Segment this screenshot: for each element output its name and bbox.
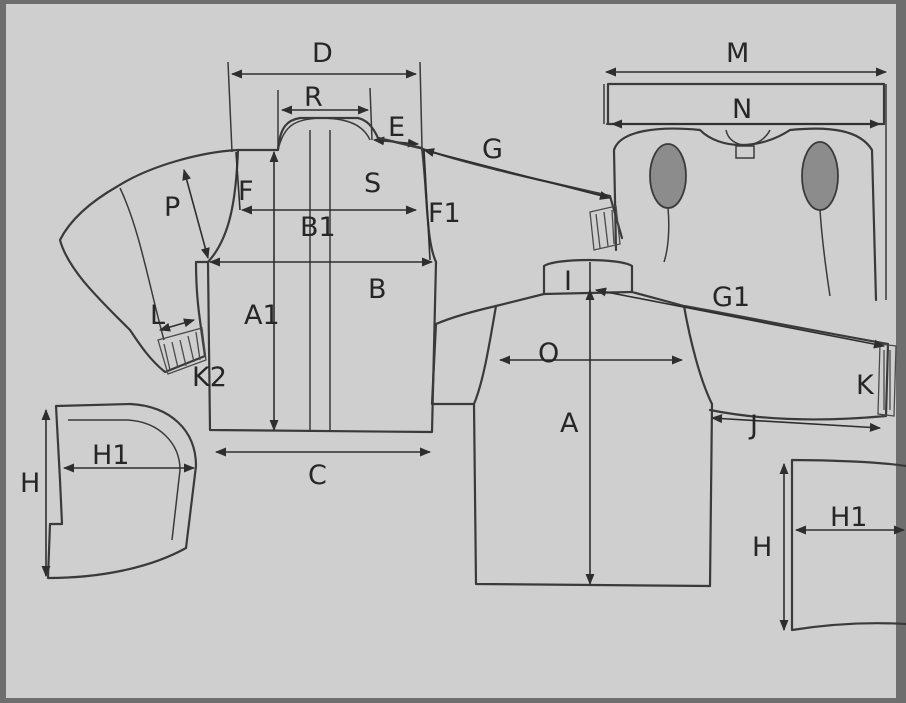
back-jacket-collar xyxy=(542,258,634,296)
back-right-cuff xyxy=(877,343,897,417)
hood-left-outline xyxy=(46,402,198,580)
label-B: B xyxy=(368,274,387,305)
dim-G1 xyxy=(594,287,886,349)
paper-background xyxy=(6,4,896,698)
label-K: K xyxy=(856,370,875,401)
label-G1: G1 xyxy=(712,282,750,313)
label-B1: B1 xyxy=(300,212,336,243)
back-jacket xyxy=(430,258,897,588)
label-L: L xyxy=(150,300,165,331)
measurement-labels: D R E S G M N F P B1 F1 B A1 L K2 I G1 O… xyxy=(20,38,875,563)
label-H-left: H xyxy=(20,468,40,499)
back-pocket-right xyxy=(801,141,839,211)
label-O: O xyxy=(538,338,559,369)
front-jacket xyxy=(58,61,438,457)
label-A: A xyxy=(560,408,579,439)
label-tag xyxy=(735,145,755,159)
label-D: D xyxy=(312,38,333,69)
hood-right-outline xyxy=(790,458,906,632)
label-F1: F1 xyxy=(428,198,461,229)
front-left-cuff xyxy=(157,327,207,375)
dim-F xyxy=(235,151,241,211)
label-J: J xyxy=(748,410,758,441)
label-E: E xyxy=(388,112,405,143)
back-view xyxy=(603,67,888,302)
dim-J xyxy=(710,414,882,432)
label-R: R xyxy=(304,82,323,113)
label-K2: K2 xyxy=(192,362,227,393)
dim-L xyxy=(158,318,196,332)
hood-left xyxy=(41,402,198,580)
label-C: C xyxy=(308,460,327,491)
front-left-sleeve xyxy=(58,148,240,374)
label-M: M xyxy=(726,38,749,69)
dim-G xyxy=(422,148,612,200)
back-pocket-left xyxy=(649,143,687,209)
label-A1: A1 xyxy=(244,300,280,331)
back-jacket-left-sleeve xyxy=(430,304,498,406)
label-G: G xyxy=(482,134,503,165)
label-P: P xyxy=(164,192,180,223)
front-collar xyxy=(277,117,371,151)
back-cuff xyxy=(589,205,621,251)
label-I: I xyxy=(564,266,572,297)
label-N: N xyxy=(732,94,752,125)
back-neck xyxy=(725,129,771,146)
label-H-right: H xyxy=(752,532,772,563)
label-F: F xyxy=(238,176,254,207)
hood-right xyxy=(779,458,906,632)
dim-P xyxy=(182,168,210,260)
label-S: S xyxy=(364,168,381,199)
label-H1-right: H1 xyxy=(830,502,867,533)
label-H1-left: H1 xyxy=(92,440,129,471)
